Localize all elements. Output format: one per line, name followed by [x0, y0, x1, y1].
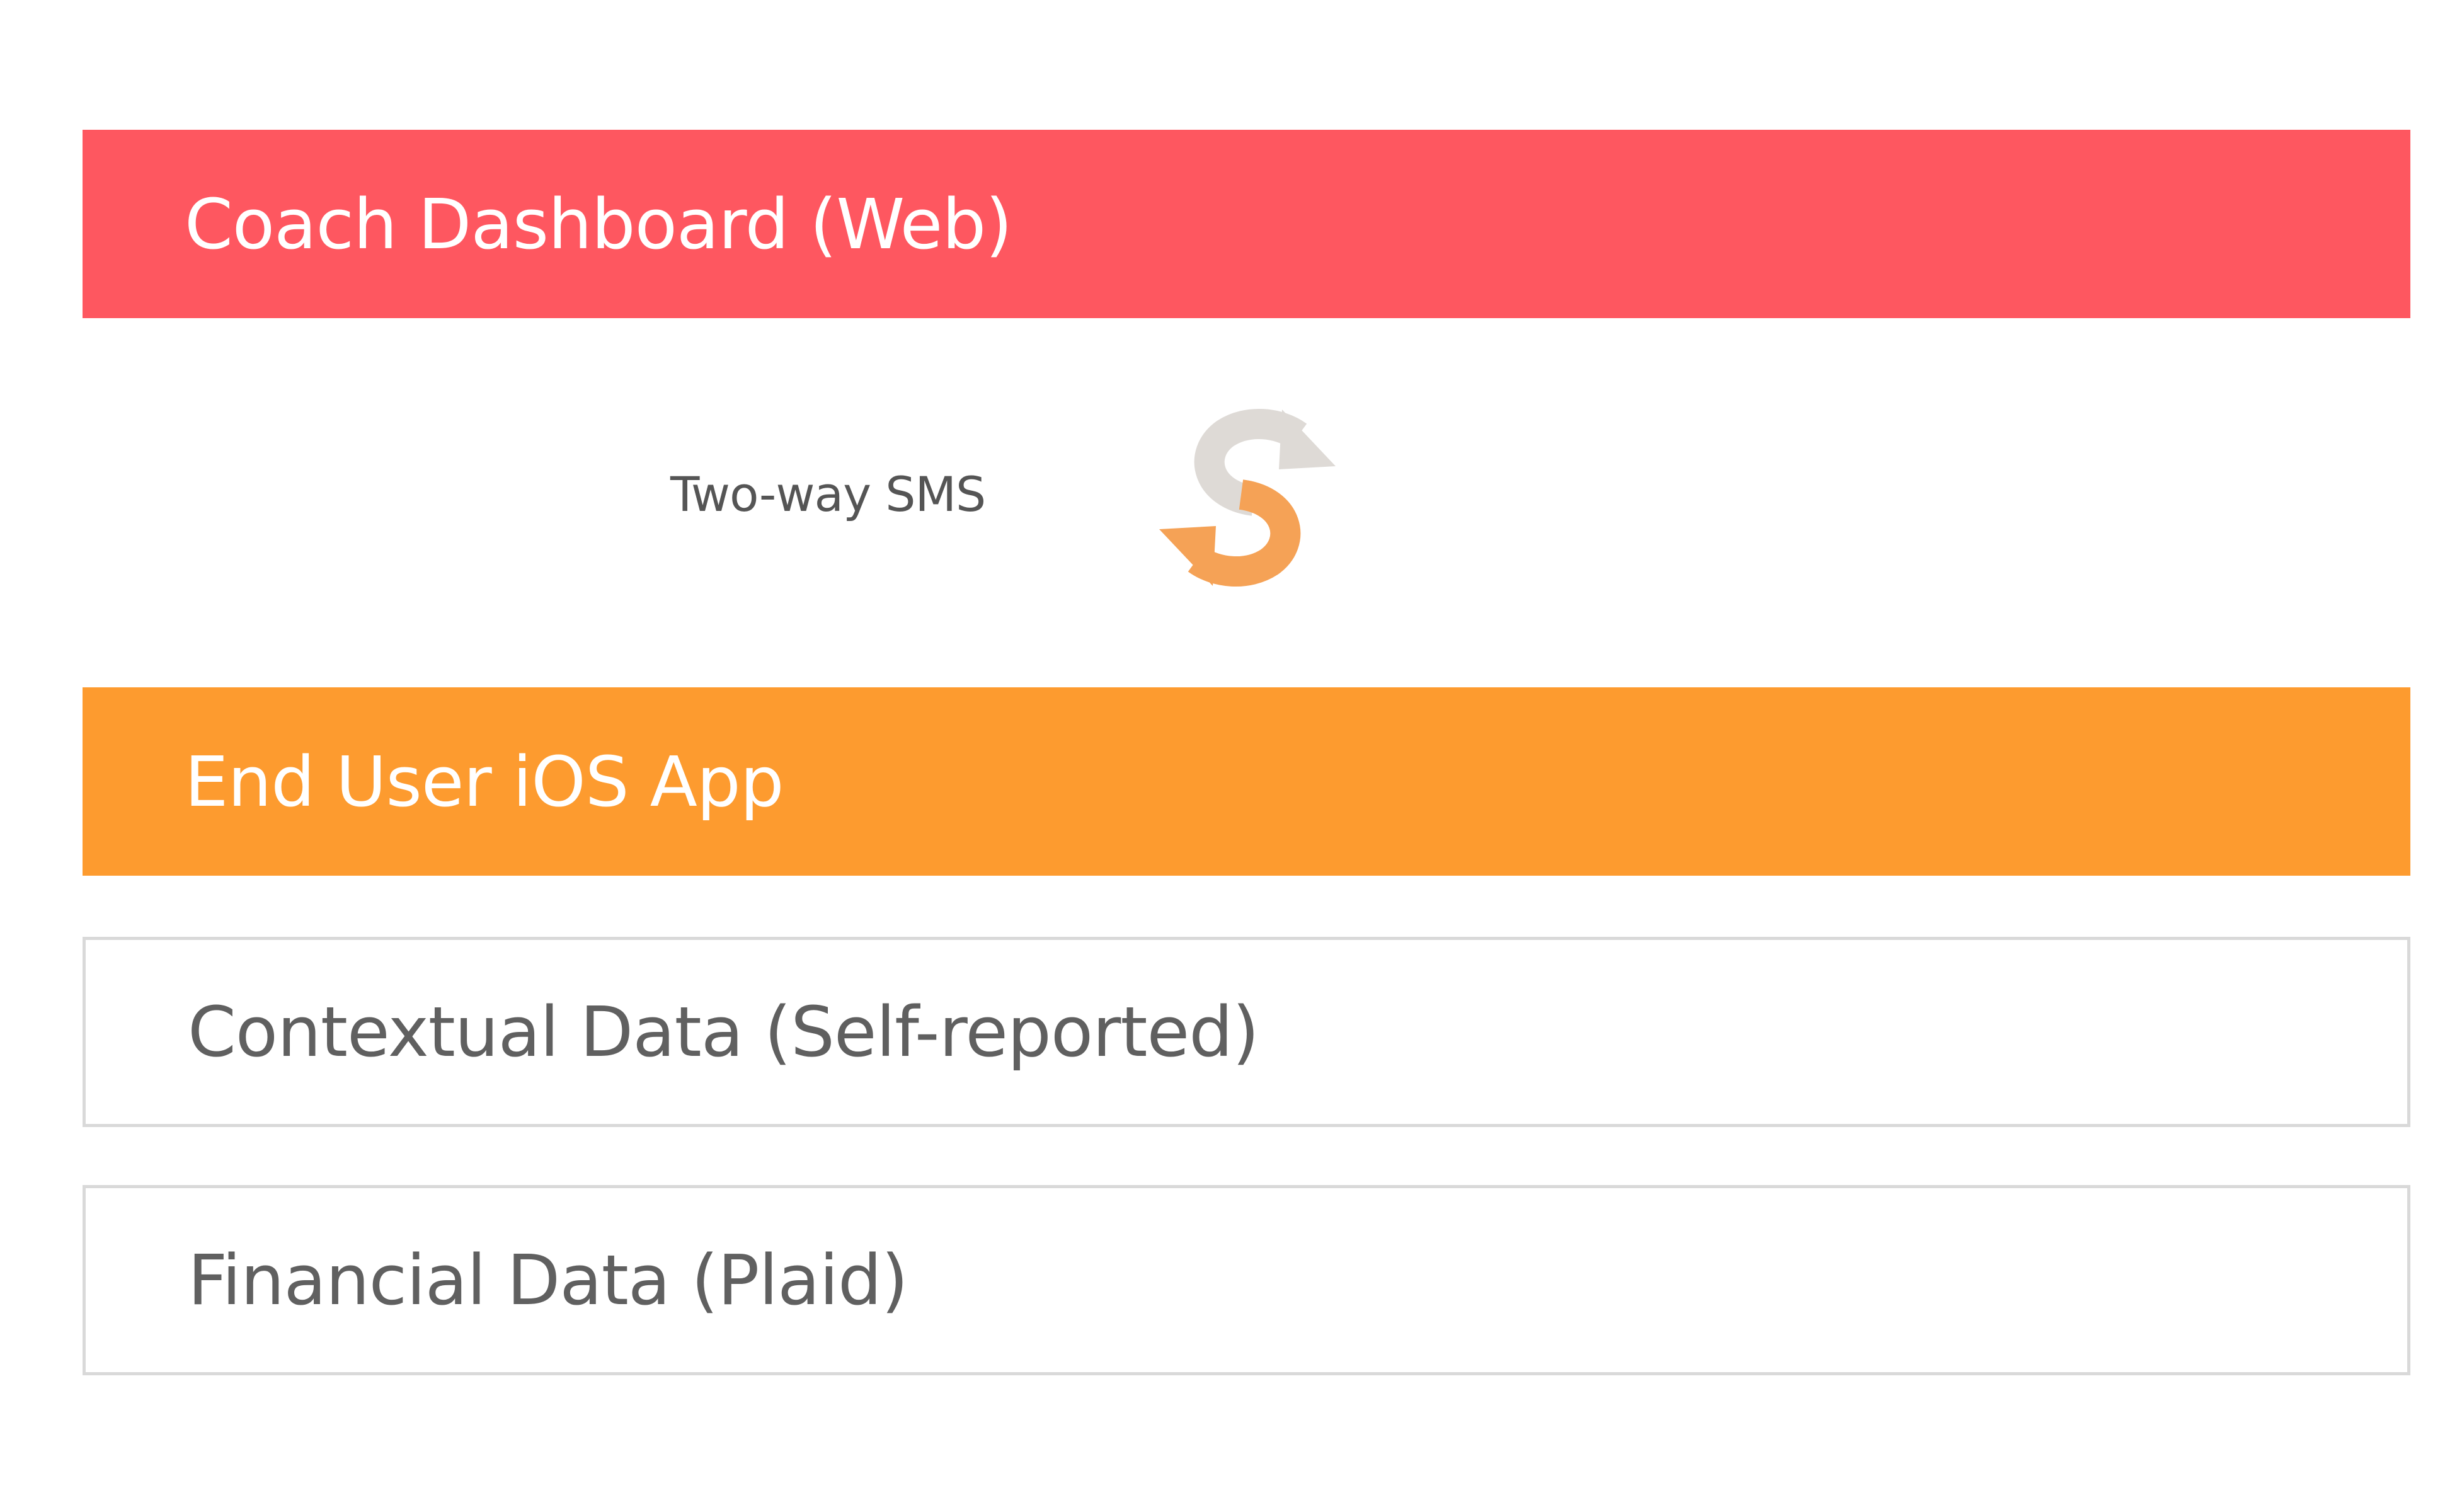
sync-lower-arrow: [1188, 479, 1301, 587]
sync-lower-arrowhead: [1159, 526, 1216, 586]
end-user-ios-app-label: End User iOS App: [185, 741, 784, 822]
end-user-ios-app-block: End User iOS App: [83, 687, 2410, 876]
coach-dashboard-block: Coach Dashboard (Web): [83, 130, 2410, 318]
two-way-sms-label: Two-way SMS: [670, 466, 986, 522]
sync-icon: [1159, 409, 1336, 587]
financial-data-block: Financial Data (Plaid): [83, 1185, 2410, 1375]
contextual-data-block: Contextual Data (Self-reported): [83, 937, 2410, 1127]
financial-data-label: Financial Data (Plaid): [188, 1240, 908, 1320]
sync-upper-arrowhead: [1279, 410, 1336, 469]
coach-dashboard-label: Coach Dashboard (Web): [185, 183, 1012, 265]
sync-upper-arrow: [1194, 409, 1307, 516]
contextual-data-label: Contextual Data (Self-reported): [188, 992, 1259, 1072]
